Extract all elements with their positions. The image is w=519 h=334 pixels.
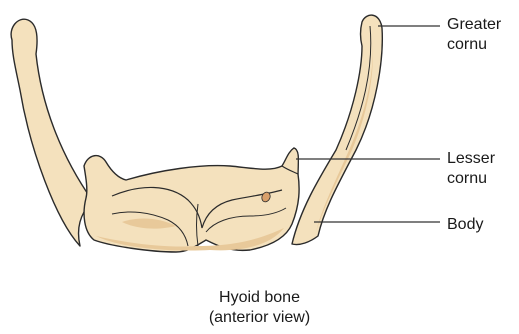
- label-lesser-cornu-line1: Lesser: [447, 149, 495, 169]
- label-body: Body: [447, 215, 483, 235]
- label-lesser-cornu-line2: cornu: [447, 169, 495, 189]
- caption-line2: (anterior view): [0, 308, 519, 328]
- left-greater-cornu: [11, 19, 92, 246]
- caption-line1: Hyoid bone: [0, 288, 519, 308]
- label-greater-cornu-line1: Greater: [447, 15, 501, 35]
- label-greater-cornu-line2: cornu: [447, 35, 501, 55]
- figure-caption: Hyoid bone (anterior view): [0, 288, 519, 328]
- label-greater-cornu: Greater cornu: [447, 15, 501, 55]
- label-body-text: Body: [447, 215, 483, 235]
- label-lesser-cornu: Lesser cornu: [447, 149, 495, 189]
- right-greater-cornu: [292, 15, 382, 244]
